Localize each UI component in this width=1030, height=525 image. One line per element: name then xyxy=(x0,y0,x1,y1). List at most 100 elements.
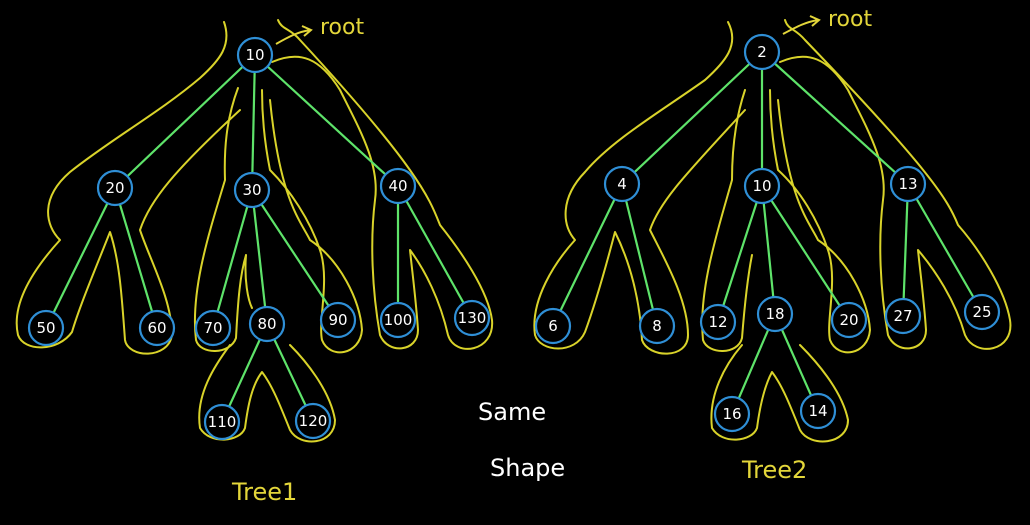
tree1-node-label: 60 xyxy=(147,319,166,337)
tree1-root-annotation: root xyxy=(275,15,364,45)
same-shape-caption-line1: Same xyxy=(478,398,546,426)
tree1-node-circle xyxy=(27,309,65,347)
tree2-node-circle xyxy=(743,33,781,71)
tree1-edge-n30-n70 xyxy=(211,189,254,329)
tree1-node-label: 110 xyxy=(208,413,237,431)
tree2-node-label: 10 xyxy=(752,177,771,195)
tree2-node-14: 14 xyxy=(799,392,837,430)
tree2-node-label: 20 xyxy=(839,311,858,329)
tree1-node-circle xyxy=(236,36,274,74)
tree1-node-circle xyxy=(319,301,357,339)
tree1-node-circle xyxy=(194,309,232,347)
tree1-node-60: 60 xyxy=(138,309,176,347)
tree1-edge-n10-n30 xyxy=(250,54,257,191)
same-shape-caption-line2: Shape xyxy=(490,454,565,482)
tree2-node-label: 4 xyxy=(617,175,627,193)
tree2-node-circle xyxy=(889,165,927,203)
tree2-node-label: 25 xyxy=(972,303,991,321)
tree2-node-label: 12 xyxy=(708,313,727,331)
tree2-node-label: 8 xyxy=(652,317,662,335)
tree1-edge-n10-n20 xyxy=(114,54,256,189)
tree2-edge-m13-m27 xyxy=(901,183,910,317)
tree2-node-20: 20 xyxy=(830,301,868,339)
tree2-node-circle xyxy=(534,307,572,345)
tree2-edge-m2-m13 xyxy=(761,51,909,185)
tree1-node-label: 100 xyxy=(384,311,413,329)
tree2-root-tag: root xyxy=(828,7,872,32)
tree2-node-8: 8 xyxy=(638,307,676,345)
tree2-node-circle xyxy=(713,395,751,433)
tree1-node-label: 30 xyxy=(242,181,261,199)
tree1-node-label: 120 xyxy=(299,412,328,430)
tree2-node-circle xyxy=(830,301,868,339)
tree1-node-circle xyxy=(96,169,134,207)
tree1-node-label: 80 xyxy=(257,315,276,333)
tree1-node-40: 40 xyxy=(379,167,417,205)
tree1-node-label: 130 xyxy=(458,309,487,327)
tree1-node-circle xyxy=(203,403,241,441)
tree1-edge-n30-n80 xyxy=(250,189,269,325)
edges-layer xyxy=(45,51,983,423)
tree2-node-label: 18 xyxy=(765,305,784,323)
tree1-node-70: 70 xyxy=(194,309,232,347)
tree2-node-6: 6 xyxy=(534,307,572,345)
tree2-edge-m4-m8 xyxy=(620,183,659,327)
tree2-root-annotation: root xyxy=(782,7,872,35)
tree1-edge-n20-n50 xyxy=(45,187,116,329)
tree2-node-25: 25 xyxy=(963,293,1001,331)
tree2-edge-m2-m4 xyxy=(621,51,763,185)
tree2-node-12: 12 xyxy=(699,303,737,341)
tree1-edge-n40-n130 xyxy=(397,185,473,319)
tree1-node-label: 50 xyxy=(36,319,55,337)
tree1-node-circle xyxy=(138,309,176,347)
tree2-edge-m4-m6 xyxy=(552,183,623,327)
tree2-node-2: 2 xyxy=(743,33,781,71)
tree2-node-18: 18 xyxy=(756,295,794,333)
tree2-edge-m18-m16 xyxy=(730,313,777,415)
tree1-node-circle xyxy=(379,301,417,339)
tree1-node-80: 80 xyxy=(248,305,286,343)
tree1-node-circle xyxy=(379,167,417,205)
tree2-edge-m10-m18 xyxy=(760,185,777,315)
tree1-node-30: 30 xyxy=(233,171,271,209)
tree2-node-label: 16 xyxy=(722,405,741,423)
tree2-node-label: 13 xyxy=(898,175,917,193)
tree1-node-20: 20 xyxy=(96,169,134,207)
tree2-root-arrow xyxy=(782,15,821,35)
tree1-node-label: 40 xyxy=(388,177,407,195)
tree1-node-100: 100 xyxy=(379,301,417,339)
tree1-caption: Tree1 xyxy=(231,478,297,506)
tree2-node-label: 6 xyxy=(548,317,558,335)
tree2-node-circle xyxy=(743,167,781,205)
tree1-node-label: 10 xyxy=(245,46,264,64)
tree1-edge-n20-n60 xyxy=(113,187,159,329)
tree1-node-50: 50 xyxy=(27,309,65,347)
tree1-node-circle xyxy=(453,299,491,337)
tree2-edge-m13-m25 xyxy=(907,183,983,313)
tree2-node-label: 27 xyxy=(893,307,912,325)
tree1-node-label: 70 xyxy=(203,319,222,337)
tree1-node-90: 90 xyxy=(319,301,357,339)
tree2-caption: Tree2 xyxy=(741,456,807,484)
tree1-node-130: 130 xyxy=(453,299,491,337)
tree1-node-110: 110 xyxy=(203,403,241,441)
tree2-edge-m10-m20 xyxy=(761,185,850,321)
tree1-node-10: 10 xyxy=(236,36,274,74)
tree1-node-label: 90 xyxy=(328,311,347,329)
tree2-node-circle xyxy=(699,303,737,341)
tree1-edge-n10-n40 xyxy=(254,54,399,187)
tree2-outline xyxy=(533,19,1012,443)
nodes-layer: 10 20 30 40 50 60 70 80 90 100 130 110 120 2 4 10 13 6 8 12… xyxy=(27,33,1001,441)
tree2-node-circle xyxy=(963,293,1001,331)
tree1-node-circle xyxy=(248,305,286,343)
tree2-node-10: 10 xyxy=(743,167,781,205)
tree1-root-arrow xyxy=(275,25,313,45)
tree1-node-120: 120 xyxy=(294,402,332,440)
tree2-node-circle xyxy=(884,297,922,335)
tree1-edge-n30-n90 xyxy=(251,189,339,321)
tree2-edge-m10-m12 xyxy=(716,185,764,323)
tree2-node-27: 27 xyxy=(884,297,922,335)
tree2-node-4: 4 xyxy=(603,165,641,203)
tree1-node-circle xyxy=(233,171,271,209)
